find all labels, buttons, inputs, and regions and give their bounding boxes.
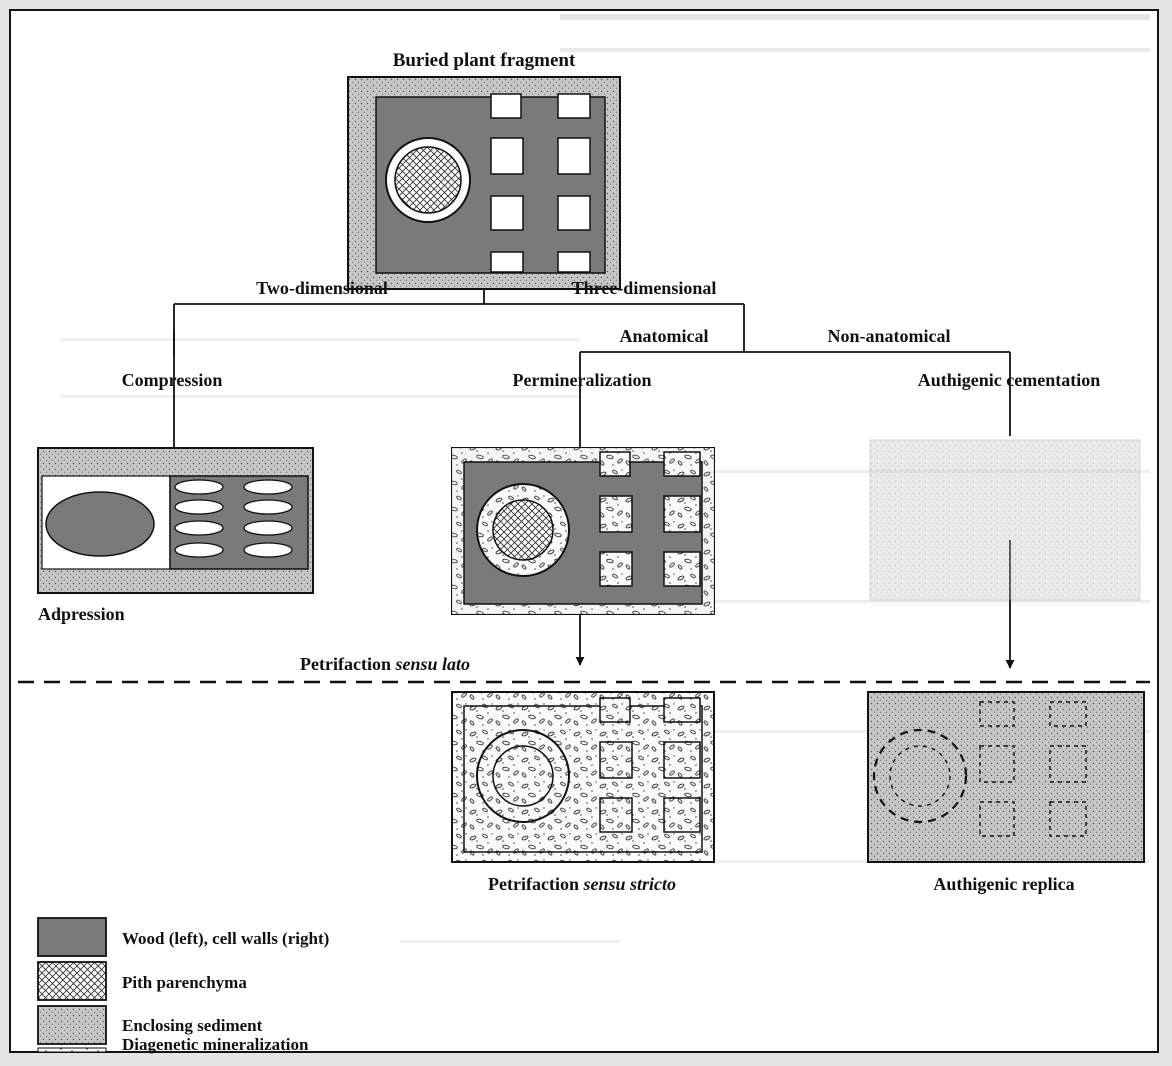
adpression-graphic xyxy=(38,448,313,593)
label-three-dimensional: Three-dimensional xyxy=(572,278,717,298)
authigenic-cementation-graphic xyxy=(870,440,1140,600)
label-adpression: Adpression xyxy=(38,604,125,624)
legend-label-pith: Pith parenchyma xyxy=(122,973,247,992)
buried-fragment-graphic xyxy=(348,77,620,289)
legend-label-sediment: Enclosing sediment xyxy=(122,1016,263,1035)
label-authigenic-replica: Authigenic replica xyxy=(933,874,1074,894)
label-authigenic-cementation: Authigenic cementation xyxy=(918,370,1100,390)
label-two-dimensional: Two-dimensional xyxy=(256,278,388,298)
authigenic-replica-graphic xyxy=(868,692,1144,862)
label-permineralization: Permineralization xyxy=(513,370,652,390)
permineralization-graphic xyxy=(452,448,714,614)
label-non-anatomical: Non-anatomical xyxy=(828,326,951,346)
label-petrifaction-sensu-lato: Petrifaction sensu lato xyxy=(300,654,470,674)
legend-label-wood: Wood (left), cell walls (right) xyxy=(122,929,329,948)
legend-label-mineral: Diagenetic mineralization xyxy=(122,1035,309,1054)
label-anatomical: Anatomical xyxy=(620,326,709,346)
label-compression: Compression xyxy=(122,370,223,390)
petrifaction-stricto-graphic xyxy=(452,692,714,862)
label-petrifaction-sensu-stricto: Petrifaction sensu stricto xyxy=(488,874,676,894)
diagram-title: Buried plant fragment xyxy=(393,50,576,71)
